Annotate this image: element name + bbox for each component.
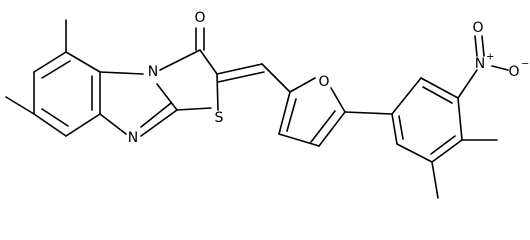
bond (330, 87, 346, 113)
bond (5, 96, 35, 115)
nitro-oxygen-right-charge: − (521, 59, 529, 70)
bonds (5, 19, 509, 199)
bond (396, 143, 433, 163)
bond (216, 63, 263, 75)
bond (140, 109, 178, 137)
bond (65, 51, 101, 73)
bond (344, 111, 393, 115)
bond (199, 49, 218, 75)
bond (33, 113, 67, 137)
bond (176, 107, 212, 111)
atom-labels: O N N S O N + O O − (128, 10, 530, 146)
bond (310, 110, 336, 143)
bond (41, 60, 71, 79)
bond (474, 35, 478, 57)
bond (491, 65, 509, 71)
chemical-structure-diagram: O N N S O N + O O − (5, 10, 530, 199)
bond (318, 111, 346, 147)
nitro-oxygen-right-label: O (508, 64, 519, 80)
bond (99, 71, 144, 75)
bond (216, 73, 219, 111)
nitro-nitrogen-label: N (475, 56, 485, 72)
bond (420, 77, 459, 99)
bond (286, 98, 297, 132)
bond (457, 69, 478, 99)
carbonyl-oxygen-label: O (194, 10, 205, 26)
bond (159, 49, 201, 71)
bond (278, 91, 291, 135)
bond (217, 71, 265, 83)
bond (65, 113, 101, 137)
furan-oxygen-label: O (318, 74, 329, 90)
bond (430, 135, 456, 155)
bond (431, 161, 439, 199)
bond (391, 113, 398, 145)
bond (431, 139, 463, 163)
bond (422, 86, 453, 104)
bond (33, 51, 67, 73)
bond (41, 108, 69, 127)
bond (140, 102, 172, 128)
nitro-nitrogen-charge: + (486, 52, 494, 63)
nitro-oxygen-top-label: O (472, 20, 483, 36)
bond (156, 83, 178, 111)
imidazole-nitrogen-bottom-label: N (128, 130, 138, 146)
bond (99, 113, 127, 135)
bond (398, 115, 404, 140)
bond (457, 97, 463, 141)
imidazole-nitrogen-top-label: N (148, 64, 158, 80)
thiazole-sulfur-label: S (215, 110, 224, 126)
bond (278, 133, 320, 147)
bond (481, 35, 485, 57)
bond (261, 63, 291, 93)
bond (391, 77, 422, 115)
bond (289, 77, 316, 93)
